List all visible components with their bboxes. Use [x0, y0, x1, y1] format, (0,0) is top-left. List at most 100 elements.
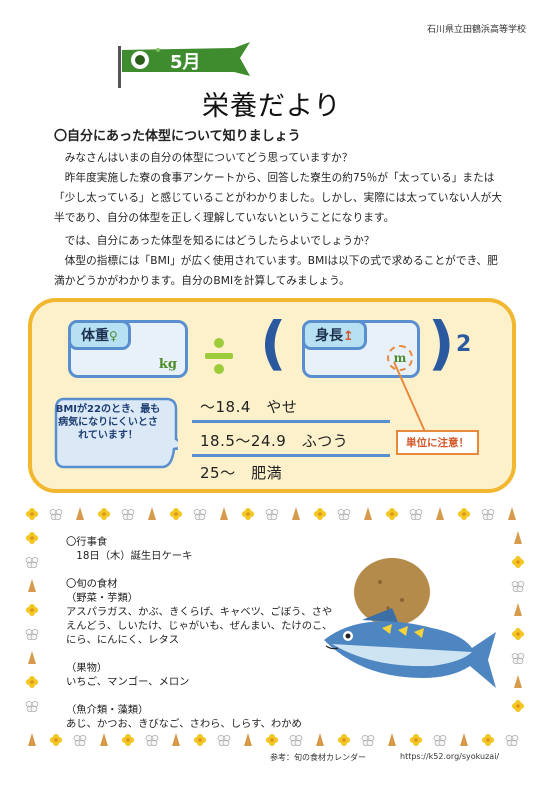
flower-motif [122, 734, 134, 746]
butterfly-motif [217, 735, 231, 746]
flower-border [25, 507, 525, 746]
bmi-note: BMIが22のとき、最も病気になりにくいとされています！ [55, 404, 161, 441]
bmi-range-normal: 18.5～24.9 ふつう [200, 432, 349, 450]
butterfly-motif [511, 581, 525, 592]
shoot-motif [172, 733, 180, 746]
shoot-motif [292, 507, 300, 520]
butterfly-motif [481, 509, 495, 520]
fish-icon [324, 608, 496, 688]
weight-box: 体重♀ kg [68, 320, 188, 378]
range-divider [192, 454, 390, 457]
shoot-motif [508, 507, 516, 520]
butterfly-motif [73, 735, 87, 746]
flower-motif [482, 734, 494, 746]
close-paren: ) [428, 309, 455, 377]
flower-motif [26, 676, 38, 688]
shoot-motif [514, 675, 522, 688]
shoot-motif [460, 733, 468, 746]
seasonal-heading: 〇旬の食材 [66, 578, 118, 590]
shoot-motif [436, 507, 444, 520]
butterfly-motif [505, 735, 519, 746]
flower-motif [314, 508, 326, 520]
butterfly-motif [409, 509, 423, 520]
butterfly-motif [337, 509, 351, 520]
flower-motif [386, 508, 398, 520]
range-divider [192, 420, 390, 423]
flower-motif [242, 508, 254, 520]
school-name: 石川県立田鶴浜高等学校 [426, 25, 526, 35]
reference-url: https://k52.org/syokuzai/ [400, 752, 500, 761]
fish-line: あじ、かつお、きびなご、さわら、しらす、わかめ [66, 718, 302, 730]
square-exponent: 2 [456, 332, 472, 357]
shoot-motif [316, 733, 324, 746]
shoot-motif [28, 579, 36, 592]
bmi-range-obese: 25～ 肥満 [200, 464, 283, 482]
flower-motif [170, 508, 182, 520]
month-badge-text: 5月 [170, 52, 201, 73]
height-label: 身長 [315, 328, 343, 344]
scale-dot [156, 48, 160, 52]
paragraph-1: みなさんはいまの自分の体型についてどう思っていますか？ [54, 152, 353, 164]
butterfly-motif [121, 509, 135, 520]
warning-pointer [393, 361, 427, 435]
page-title: 栄養だより [202, 91, 342, 122]
veg-line-3: にら、にんにく、レタス [66, 634, 180, 646]
butterfly-motif [25, 629, 39, 640]
shoot-motif [388, 733, 396, 746]
height-tag: 身長↥ [302, 320, 367, 350]
butterfly-motif [433, 735, 447, 746]
flower-motif [26, 532, 38, 544]
butterfly-motif [289, 735, 303, 746]
veg-title: （野菜・芋類） [66, 592, 139, 604]
unit-warning: 単位に注意！ [396, 430, 479, 455]
butterfly-motif [265, 509, 279, 520]
veg-line-1: アスパラガス、かぶ、きくらげ、キャベツ、ごぼう、さや [66, 606, 333, 618]
weight-label: 体重 [81, 328, 109, 344]
shoot-motif [100, 733, 108, 746]
butterfly-motif [511, 653, 525, 664]
paragraph-2: 昨年度実施した寮の食事アンケートから、回答した寮生の約75％が「太っている」また… [54, 172, 503, 224]
shoot-motif [514, 603, 522, 616]
flower-motif [512, 700, 524, 712]
section-heading: 〇自分にあった体型について知りましょう [54, 129, 301, 144]
events-item: 18日（木）誕生日ケーキ [66, 550, 193, 562]
butterfly-motif [361, 735, 375, 746]
weight-tag: 体重♀ [68, 320, 131, 350]
flower-motif [26, 508, 38, 520]
shoot-motif [220, 507, 228, 520]
weight-unit: kg [158, 357, 177, 372]
shoot-motif [148, 507, 156, 520]
flower-motif [194, 734, 206, 746]
fruit-title: （果物） [66, 662, 108, 674]
carp-eye [135, 55, 145, 65]
butterfly-motif [25, 701, 39, 712]
paragraph-3: では、自分にあった体型を知るにはどうしたらよいでしょうか？ [54, 235, 375, 247]
events-heading: 〇行事食 [66, 536, 108, 548]
shoot-motif [76, 507, 84, 520]
pole [118, 46, 121, 88]
height-box: 身長↥ m [302, 320, 420, 378]
koinobori-month-badge: 5月 [118, 42, 250, 88]
paragraph-4: 体型の指標には「BMI」が広く使用されています。BMIは以下の式で求めることがで… [54, 255, 498, 287]
veg-line-2: えんどう、しいたけ、じゃがいも、ぜんまい、たけのこ、 [66, 620, 333, 632]
potato-and-fish-illustration [324, 558, 496, 688]
fruit-line: いちご、マンゴー、メロン [66, 676, 190, 688]
flower-motif [338, 734, 350, 746]
flower-motif [512, 556, 524, 568]
butterfly-motif [145, 735, 159, 746]
flower-motif [458, 508, 470, 520]
divide-icon [205, 338, 233, 374]
flower-motif [410, 734, 422, 746]
flower-motif [98, 508, 110, 520]
open-paren: ( [260, 309, 287, 377]
scale-icon: ♀ [109, 329, 118, 343]
ruler-icon: ↥ [343, 329, 354, 344]
butterfly-motif [25, 557, 39, 568]
shoot-motif [28, 651, 36, 664]
flower-motif [266, 734, 278, 746]
potato-icon [354, 558, 430, 626]
butterfly-motif [193, 509, 207, 520]
bmi-formula-box: 体重♀ kg ( 身長↥ m ) 2 BMIが22のとき、最も病気になりにくいと… [28, 298, 516, 493]
flower-motif [26, 604, 38, 616]
shoot-motif [514, 531, 522, 544]
